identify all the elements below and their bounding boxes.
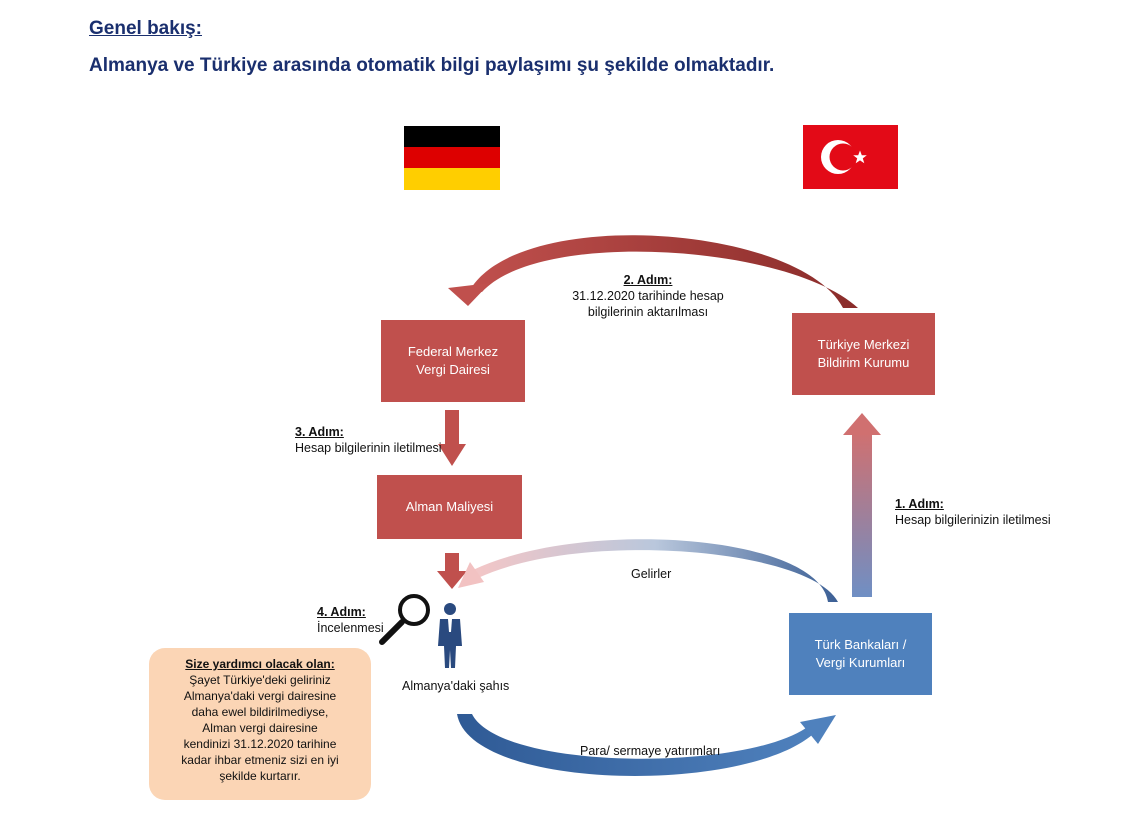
top-arc-arrow: [448, 235, 858, 308]
step1-text: Hesap bilgilerinizin iletilmesi: [895, 513, 1051, 527]
bankalar-box-line1: Türk Bankaları /: [814, 637, 907, 652]
step3-title: 3. Adım:: [295, 425, 344, 439]
step3-text: Hesap bilgilerinin iletilmesi: [295, 441, 442, 455]
turkey-flag-icon: [803, 125, 898, 189]
help-note-line5: kendinizi 31.12.2020 tarihine: [183, 737, 337, 751]
gelirler-label: Gelirler: [631, 567, 672, 581]
step4-text: İncelenmesi: [317, 621, 384, 635]
help-note-title: Size yardımcı olacak olan:: [185, 657, 335, 671]
overview-subtitle: Almanya ve Türkiye arasında otomatik bil…: [89, 55, 775, 76]
step1-label: 1. Adım: Hesap bilgilerinizin iletilmesi: [895, 496, 1051, 528]
person-label: Almanya'daki şahıs: [402, 679, 510, 693]
step4-label: 4. Adım: İncelenmesi: [317, 604, 384, 636]
help-note-box: Size yardımcı olacak olan: Şayet Türkiye…: [149, 648, 371, 800]
help-note-line6: kadar ihbar etmeniz sizi en iyi: [181, 753, 339, 767]
help-note-line1: Şayet Türkiye'deki geliriniz: [189, 673, 331, 687]
down-arrow-step4: [437, 553, 467, 589]
step2-label: 2. Adım: 31.12.2020 tarihinde hesap bilg…: [548, 272, 748, 320]
alman-maliyesi-box: Alman Maliyesi: [377, 475, 522, 539]
step3-label: 3. Adım: Hesap bilgilerinin iletilmesi: [295, 424, 442, 456]
person-icon: [438, 603, 462, 668]
help-note-line3: daha ewel bildirilmediyse,: [191, 705, 329, 719]
help-note-line4: Alman vergi dairesine: [202, 721, 318, 735]
bankalar-box-line2: Vergi Kurumları: [815, 655, 906, 670]
germany-flag-icon: [404, 126, 500, 190]
step1-title: 1. Adım:: [895, 497, 944, 511]
turkiye-box-line1: Türkiye Merkezi: [817, 337, 910, 352]
step2-line1: 31.12.2020 tarihinde hesap: [572, 289, 724, 303]
help-note-line7: şekilde kurtarır.: [219, 769, 301, 783]
magnifying-glass-icon: [379, 594, 430, 645]
step4-title: 4. Adım:: [317, 605, 366, 619]
step2-title: 2. Adım:: [623, 273, 673, 287]
federal-box-line2: Vergi Dairesi: [416, 362, 490, 377]
bottom-arc-arrow: [457, 714, 836, 776]
overview-title: Genel bakış:: [89, 18, 202, 39]
up-arrow-step1: [843, 413, 881, 597]
gelirler-arc-arrow: [458, 539, 838, 602]
help-note-line2: Almanya'daki vergi dairesine: [183, 689, 337, 703]
step2-line2: bilgilerinin aktarılması: [587, 305, 709, 319]
turk-bankalari-box: Türk Bankaları / Vergi Kurumları: [789, 613, 932, 695]
alman-maliyesi-label: Alman Maliyesi: [405, 499, 494, 514]
para-label: Para/ sermaye yatırımları: [580, 744, 721, 758]
down-arrow-step3: [438, 410, 466, 466]
federal-box-line1: Federal Merkez: [407, 344, 499, 359]
turkiye-box-line2: Bildirim Kurumu: [817, 355, 910, 370]
